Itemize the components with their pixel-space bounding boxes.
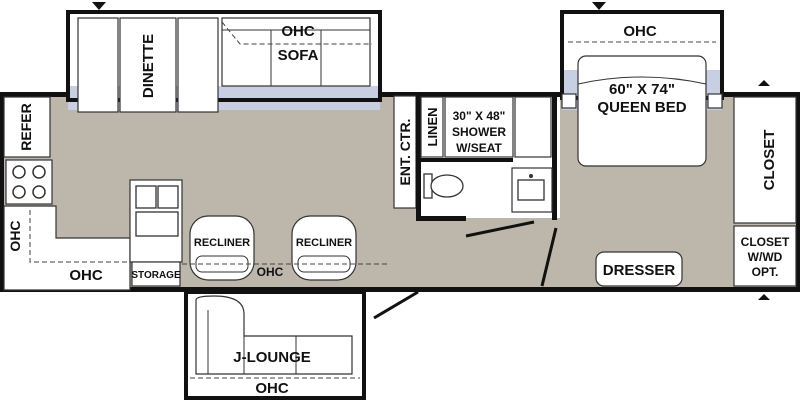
entry-door bbox=[373, 290, 419, 320]
shower-seat-label: W/SEAT bbox=[456, 141, 502, 155]
bedroom-ohc-label: OHC bbox=[623, 23, 657, 40]
bath-wall-right bbox=[552, 96, 557, 220]
refrigerator bbox=[3, 96, 51, 158]
bedroom-door bbox=[540, 227, 558, 287]
dresser-label: DRESSER bbox=[603, 262, 676, 279]
slide-marker-right-top bbox=[758, 80, 770, 86]
closet-label: CLOSET bbox=[761, 130, 778, 191]
dinette-label: DINETTE bbox=[140, 34, 157, 98]
jlounge-ohc-label: OHC bbox=[255, 380, 289, 397]
bath-faucet bbox=[529, 174, 533, 178]
linen-label: LINEN bbox=[425, 108, 440, 147]
exterior-wall-right bbox=[796, 92, 800, 292]
linen-closet bbox=[420, 96, 444, 158]
refer-label: REFER bbox=[18, 103, 34, 150]
kitchen-ohc-vertical-label: OHC bbox=[7, 220, 23, 251]
bath-wall-left bbox=[416, 96, 421, 220]
living-ohc-label: OHC bbox=[257, 265, 284, 279]
dinette-bench-left bbox=[77, 17, 119, 113]
jlounge-slideout bbox=[184, 290, 366, 400]
exterior-wall-top-right bbox=[722, 92, 798, 97]
shower bbox=[444, 96, 514, 158]
storage-cabinet bbox=[131, 261, 181, 287]
bath-vanity-top bbox=[514, 96, 552, 158]
bath-sink bbox=[517, 179, 545, 201]
kitchen-ohc-dash bbox=[29, 210, 130, 263]
queen-bed-label: QUEEN BED bbox=[597, 99, 686, 116]
bath-wall-mid bbox=[421, 158, 513, 162]
burner-3 bbox=[12, 185, 26, 199]
slide-marker-left bbox=[92, 2, 106, 10]
storage-label: STORAGE bbox=[131, 270, 181, 281]
toilet-bowl bbox=[430, 174, 464, 198]
closet bbox=[733, 96, 797, 224]
recliner-right bbox=[291, 215, 357, 281]
burner-1 bbox=[12, 165, 26, 179]
sofa-label: SOFA bbox=[278, 47, 319, 64]
bath-door bbox=[465, 220, 535, 238]
sofa-ohc-dash bbox=[221, 21, 372, 45]
slide-marker-right-bottom bbox=[758, 294, 770, 300]
sofa-ohc-label: OHC bbox=[281, 23, 315, 40]
sink-basin-3 bbox=[135, 211, 179, 237]
queen-bed bbox=[577, 55, 707, 167]
sink-basin-2 bbox=[157, 185, 179, 209]
bath-wall-bottom bbox=[416, 216, 466, 221]
closet-wd-label-2: W/WD bbox=[748, 250, 783, 264]
recliner-right-label: RECLINER bbox=[296, 237, 352, 249]
exterior-wall-top-left bbox=[2, 92, 68, 97]
dinette-bench-right bbox=[177, 17, 219, 113]
stove bbox=[5, 159, 53, 205]
sink-basin-1 bbox=[135, 185, 157, 209]
shower-size-label: 30" X 48" bbox=[453, 109, 506, 123]
sofa-frame bbox=[221, 17, 371, 87]
shower-label: SHOWER bbox=[452, 125, 506, 139]
kitchen-ohc-label: OHC bbox=[69, 267, 103, 284]
exterior-wall-bottom bbox=[2, 287, 798, 292]
closet-wd bbox=[733, 225, 797, 287]
jlounge-seat bbox=[195, 295, 353, 375]
nightstand-left bbox=[561, 93, 577, 109]
ent-center-label: ENT. CTR. bbox=[397, 119, 413, 186]
slideout-left-outline bbox=[66, 10, 382, 102]
dresser bbox=[595, 251, 683, 287]
closet-wd-label-1: CLOSET bbox=[741, 235, 790, 249]
closet-wd-label-3: OPT. bbox=[752, 265, 779, 279]
slide-marker-bedroom bbox=[592, 2, 606, 10]
burner-2 bbox=[32, 165, 46, 179]
jlounge-label: J-LOUNGE bbox=[233, 349, 311, 366]
queen-bed-size-label: 60" X 74" bbox=[609, 81, 675, 98]
dinette-table bbox=[119, 17, 177, 113]
burner-4 bbox=[32, 185, 46, 199]
recliner-left-label: RECLINER bbox=[194, 237, 250, 249]
queen-bed-pillows bbox=[577, 76, 707, 85]
exterior-wall-top-mid bbox=[380, 92, 562, 97]
nightstand-right bbox=[707, 93, 723, 109]
exterior-wall-left bbox=[0, 92, 4, 292]
